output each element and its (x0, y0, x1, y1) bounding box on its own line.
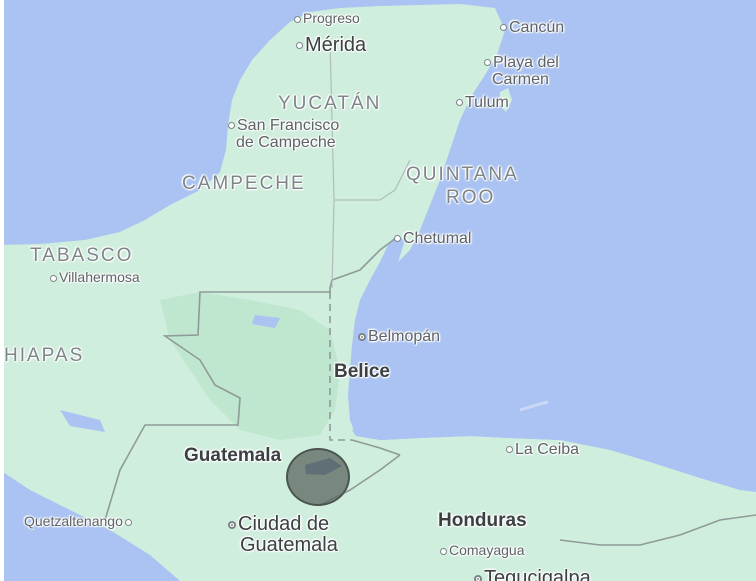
city-dot-icon (294, 15, 301, 23)
region-label-campeche: CAMPECHE (182, 173, 306, 194)
state-border-yucatan-campeche (329, 39, 335, 289)
city-playa-del-carmen[interactable]: Playa del Carmen (482, 54, 559, 89)
disputed-border-belize (329, 292, 352, 441)
country-label-guatemala[interactable]: Guatemala (184, 445, 282, 466)
region-label-tabasco: TABASCO (30, 245, 134, 266)
city-tulum[interactable]: Tulum (454, 94, 509, 112)
city-dot-icon (228, 122, 235, 130)
city-dot-icon (394, 235, 401, 243)
city-progreso[interactable]: Progreso (292, 11, 360, 26)
city-tegucigalpa[interactable]: Tegucigalpa (472, 568, 591, 581)
lagoon-2 (60, 410, 105, 432)
city-dot-icon (456, 99, 463, 107)
city-dot-icon (124, 518, 132, 526)
reef-line (519, 400, 549, 412)
city-quetzaltenango[interactable]: Quetzaltenango (24, 514, 134, 529)
city-san-francisco-de-campeche[interactable]: San Francisco de Campeche (226, 117, 339, 152)
capital-dot-icon (228, 520, 236, 529)
city-dot-icon (296, 42, 303, 50)
map-left-edge (0, 0, 4, 581)
city-dot-icon (50, 274, 57, 282)
capital-dot-icon (358, 332, 366, 341)
gulf-of-honduras (352, 414, 600, 440)
city-belmopan[interactable]: Belmopán (356, 328, 440, 346)
city-comayagua[interactable]: Comayagua (438, 543, 525, 558)
city-dot-icon (506, 446, 513, 454)
region-label-quintana-roo-2: ROO (446, 187, 496, 208)
city-villahermosa[interactable]: Villahermosa (48, 270, 140, 285)
city-la-ceiba[interactable]: La Ceiba (504, 441, 579, 459)
city-chetumal[interactable]: Chetumal (392, 230, 471, 248)
city-dot-icon (440, 547, 447, 555)
lagoon-1 (252, 315, 280, 328)
pacific-ocean (0, 470, 180, 581)
city-dot-icon (500, 24, 507, 32)
country-label-honduras[interactable]: Honduras (438, 510, 527, 531)
land-forest (160, 292, 340, 440)
city-ciudad-de-guatemala[interactable]: Ciudad de Guatemala (226, 514, 338, 556)
region-label-chiapas: HIAPAS (4, 345, 85, 366)
capital-dot-icon (474, 574, 482, 581)
land-mainland (0, 4, 756, 581)
region-label-yucatan: YUCATÁN (278, 93, 382, 114)
location-circle-marker[interactable] (286, 448, 350, 506)
state-border-quintana-roo (335, 159, 411, 201)
city-dot-icon (484, 59, 491, 67)
country-label-belice[interactable]: Belice (334, 361, 390, 382)
city-merida[interactable]: Mérida (294, 35, 366, 56)
city-cancun[interactable]: Cancún (498, 19, 564, 37)
region-label-quintana-roo-1: QUINTANA (406, 164, 519, 185)
cozumel-island (499, 88, 512, 112)
